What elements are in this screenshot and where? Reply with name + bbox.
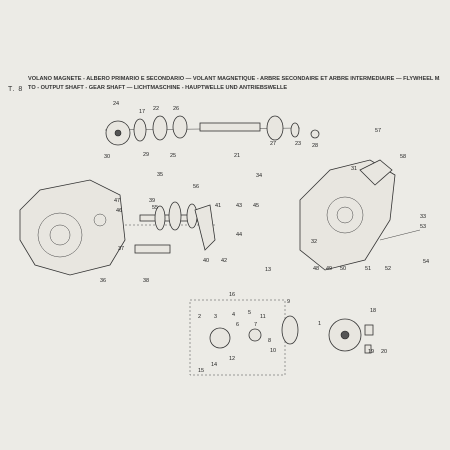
washer-23 xyxy=(290,122,300,138)
callout-5: 5 xyxy=(248,310,251,316)
callout-55: 55 xyxy=(152,205,158,211)
callout-37: 37 xyxy=(118,246,124,252)
callout-7: 7 xyxy=(254,322,257,328)
kickstart-lever xyxy=(359,159,393,186)
callout-24: 24 xyxy=(113,101,119,107)
callout-12: 12 xyxy=(229,356,235,362)
callout-58: 58 xyxy=(400,154,406,160)
callout-labels: 1 2 3 4 5 6 7 8 9 10 11 12 13 14 15 16 1… xyxy=(100,101,429,374)
callout-48: 48 xyxy=(313,266,319,272)
callout-47: 47 xyxy=(114,198,120,204)
callout-13: 13 xyxy=(265,267,271,273)
callout-53: 53 xyxy=(420,224,426,230)
diagram-caption: VOLANO MAGNETE - ALBERO PRIMARIO E SECON… xyxy=(28,75,440,93)
callout-1: 1 xyxy=(318,321,321,327)
callout-42: 42 xyxy=(221,258,227,264)
callout-3: 3 xyxy=(214,314,217,320)
caption-line-1: VOLANO MAGNETE - ALBERO PRIMARIO E SECON… xyxy=(28,76,440,82)
callout-21: 21 xyxy=(234,153,240,159)
callout-31: 31 xyxy=(351,166,357,172)
primary-gear-cluster xyxy=(134,201,216,254)
callout-57: 57 xyxy=(375,128,381,134)
plate-number: T. 8 xyxy=(8,86,24,93)
right-crankcase xyxy=(299,159,421,271)
callout-41: 41 xyxy=(215,203,221,209)
flywheel-magneto-assembly xyxy=(189,299,374,376)
callout-29: 29 xyxy=(143,152,149,158)
gear-27 xyxy=(266,115,284,141)
callout-54: 54 xyxy=(423,259,429,265)
callout-32: 32 xyxy=(311,239,317,245)
callout-20: 20 xyxy=(381,349,387,355)
gear-22 xyxy=(152,115,168,141)
caption-line-2: TO - OUTPUT SHAFT - GEAR SHAFT — LICHTMA… xyxy=(28,85,288,91)
callout-22: 22 xyxy=(153,106,159,112)
gear-17 xyxy=(133,118,147,142)
callout-2: 2 xyxy=(198,314,201,320)
callout-26: 26 xyxy=(173,106,179,112)
callout-8: 8 xyxy=(268,338,271,344)
callout-30: 30 xyxy=(104,154,110,160)
callout-23: 23 xyxy=(295,141,301,147)
callout-4: 4 xyxy=(232,312,235,318)
gear-26 xyxy=(172,115,188,139)
callout-44: 44 xyxy=(236,232,242,238)
callout-17: 17 xyxy=(139,109,145,115)
callout-18: 18 xyxy=(370,308,376,314)
callout-19: 19 xyxy=(368,349,374,355)
callout-46: 46 xyxy=(116,208,122,214)
callout-11: 11 xyxy=(260,314,266,320)
gear-shaft-assembly xyxy=(104,115,320,146)
callout-51: 51 xyxy=(365,266,371,272)
callout-43: 43 xyxy=(236,203,242,209)
selector-fork xyxy=(194,204,216,251)
callout-27: 27 xyxy=(270,141,276,147)
output-shaft xyxy=(199,122,261,132)
callout-35: 35 xyxy=(157,172,163,178)
selector-shaft xyxy=(134,244,171,254)
magneto-rotor xyxy=(281,315,299,345)
callout-16: 16 xyxy=(229,292,235,298)
callout-36: 36 xyxy=(100,278,106,284)
callout-49: 49 xyxy=(326,266,332,272)
callout-52: 52 xyxy=(385,266,391,272)
callout-56: 56 xyxy=(193,184,199,190)
callout-38: 38 xyxy=(143,278,149,284)
left-crankcase xyxy=(19,179,215,276)
callout-34: 34 xyxy=(256,173,262,179)
callout-9: 9 xyxy=(287,299,290,305)
callout-25: 25 xyxy=(170,153,176,159)
callout-45: 45 xyxy=(253,203,259,209)
callout-50: 50 xyxy=(340,266,346,272)
circlip-28 xyxy=(310,129,320,139)
callout-14: 14 xyxy=(211,362,217,368)
callout-39: 39 xyxy=(149,198,155,204)
callout-10: 10 xyxy=(270,348,276,354)
callout-15: 15 xyxy=(198,368,204,374)
callout-28: 28 xyxy=(312,143,318,149)
callout-33: 33 xyxy=(420,214,426,220)
callout-6: 6 xyxy=(236,322,239,328)
callout-40: 40 xyxy=(203,258,209,264)
